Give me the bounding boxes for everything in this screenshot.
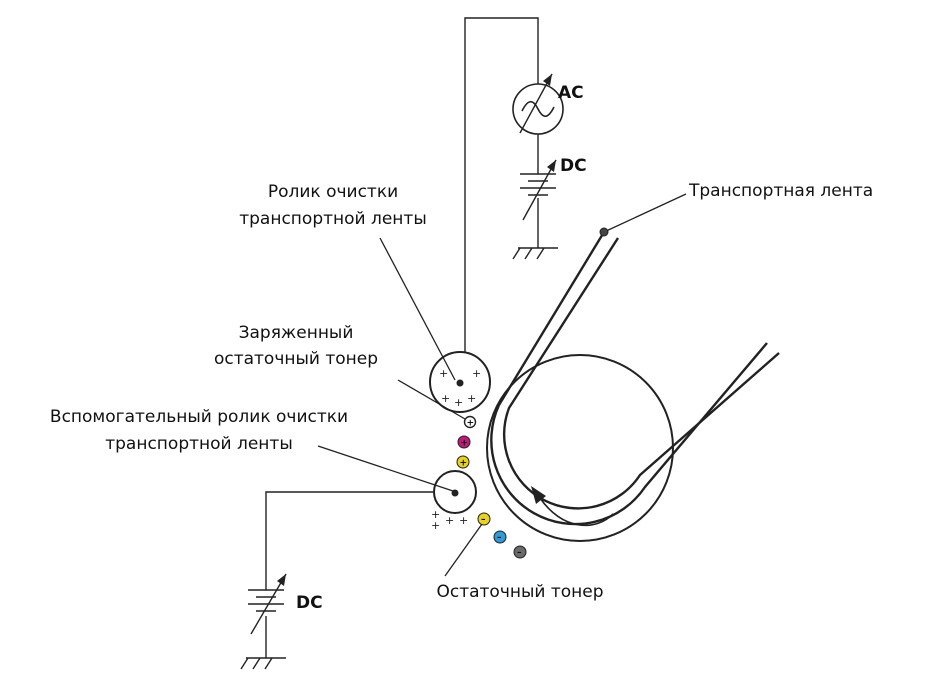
ac-source-icon bbox=[512, 73, 564, 135]
svg-text:+: + bbox=[431, 519, 440, 532]
svg-text:+: + bbox=[439, 367, 448, 380]
dc-source-top-icon bbox=[520, 159, 557, 221]
svg-text:+: + bbox=[445, 514, 454, 527]
svg-text:+: + bbox=[459, 514, 468, 527]
cleaning-roller-label-line1: Ролик очистки bbox=[268, 182, 398, 202]
svg-text:+: + bbox=[461, 439, 469, 449]
residual-toner-label: Остаточный тонер bbox=[436, 582, 603, 602]
dc-top-label: DC bbox=[560, 156, 587, 176]
drive-roller bbox=[486, 354, 674, 542]
toner-particle-cyan: – bbox=[493, 530, 507, 544]
aux-cleaning-roller: + + + + bbox=[431, 470, 477, 532]
charged-toner-label-line1: Заряженный bbox=[239, 323, 354, 343]
toner-particle-charged: + bbox=[463, 415, 477, 429]
transfer-belt bbox=[490, 231, 780, 526]
aux-roller-label-line1: Вспомогательный ролик очистки bbox=[50, 407, 348, 427]
transfer-belt-label: Транспортная лента bbox=[688, 181, 873, 201]
svg-text:+: + bbox=[454, 396, 463, 409]
svg-text:+: + bbox=[441, 392, 450, 405]
toner-particle-magenta: + bbox=[457, 435, 471, 449]
top-bias-circuit bbox=[464, 17, 558, 370]
cleaning-roller: + + + + + bbox=[429, 351, 491, 413]
svg-text:+: + bbox=[460, 459, 468, 469]
leader-lines bbox=[317, 193, 687, 577]
dc-source-bottom-icon bbox=[248, 573, 287, 635]
svg-text:–: – bbox=[517, 548, 522, 558]
toner-particle-black: – bbox=[513, 545, 527, 559]
svg-text:+: + bbox=[467, 392, 476, 405]
cleaning-roller-label-line2: транспортной ленты bbox=[239, 209, 427, 229]
svg-text:–: – bbox=[481, 515, 486, 525]
charged-toner-label-line2: остаточный тонер bbox=[214, 349, 378, 369]
svg-text:–: – bbox=[497, 533, 502, 543]
svg-text:+: + bbox=[431, 508, 440, 521]
svg-text:+: + bbox=[467, 419, 475, 429]
dc-bottom-label: DC bbox=[296, 593, 323, 613]
toner-particle-yellow-minus: – bbox=[477, 512, 491, 526]
ac-label: AC bbox=[558, 83, 584, 103]
svg-text:+: + bbox=[472, 367, 481, 380]
bottom-bias-circuit bbox=[240, 491, 434, 670]
belt-pointer-dot bbox=[599, 227, 609, 237]
toner-particle-yellow-plus: + bbox=[456, 455, 470, 469]
aux-roller-label-line2: транспортной ленты bbox=[105, 434, 293, 454]
